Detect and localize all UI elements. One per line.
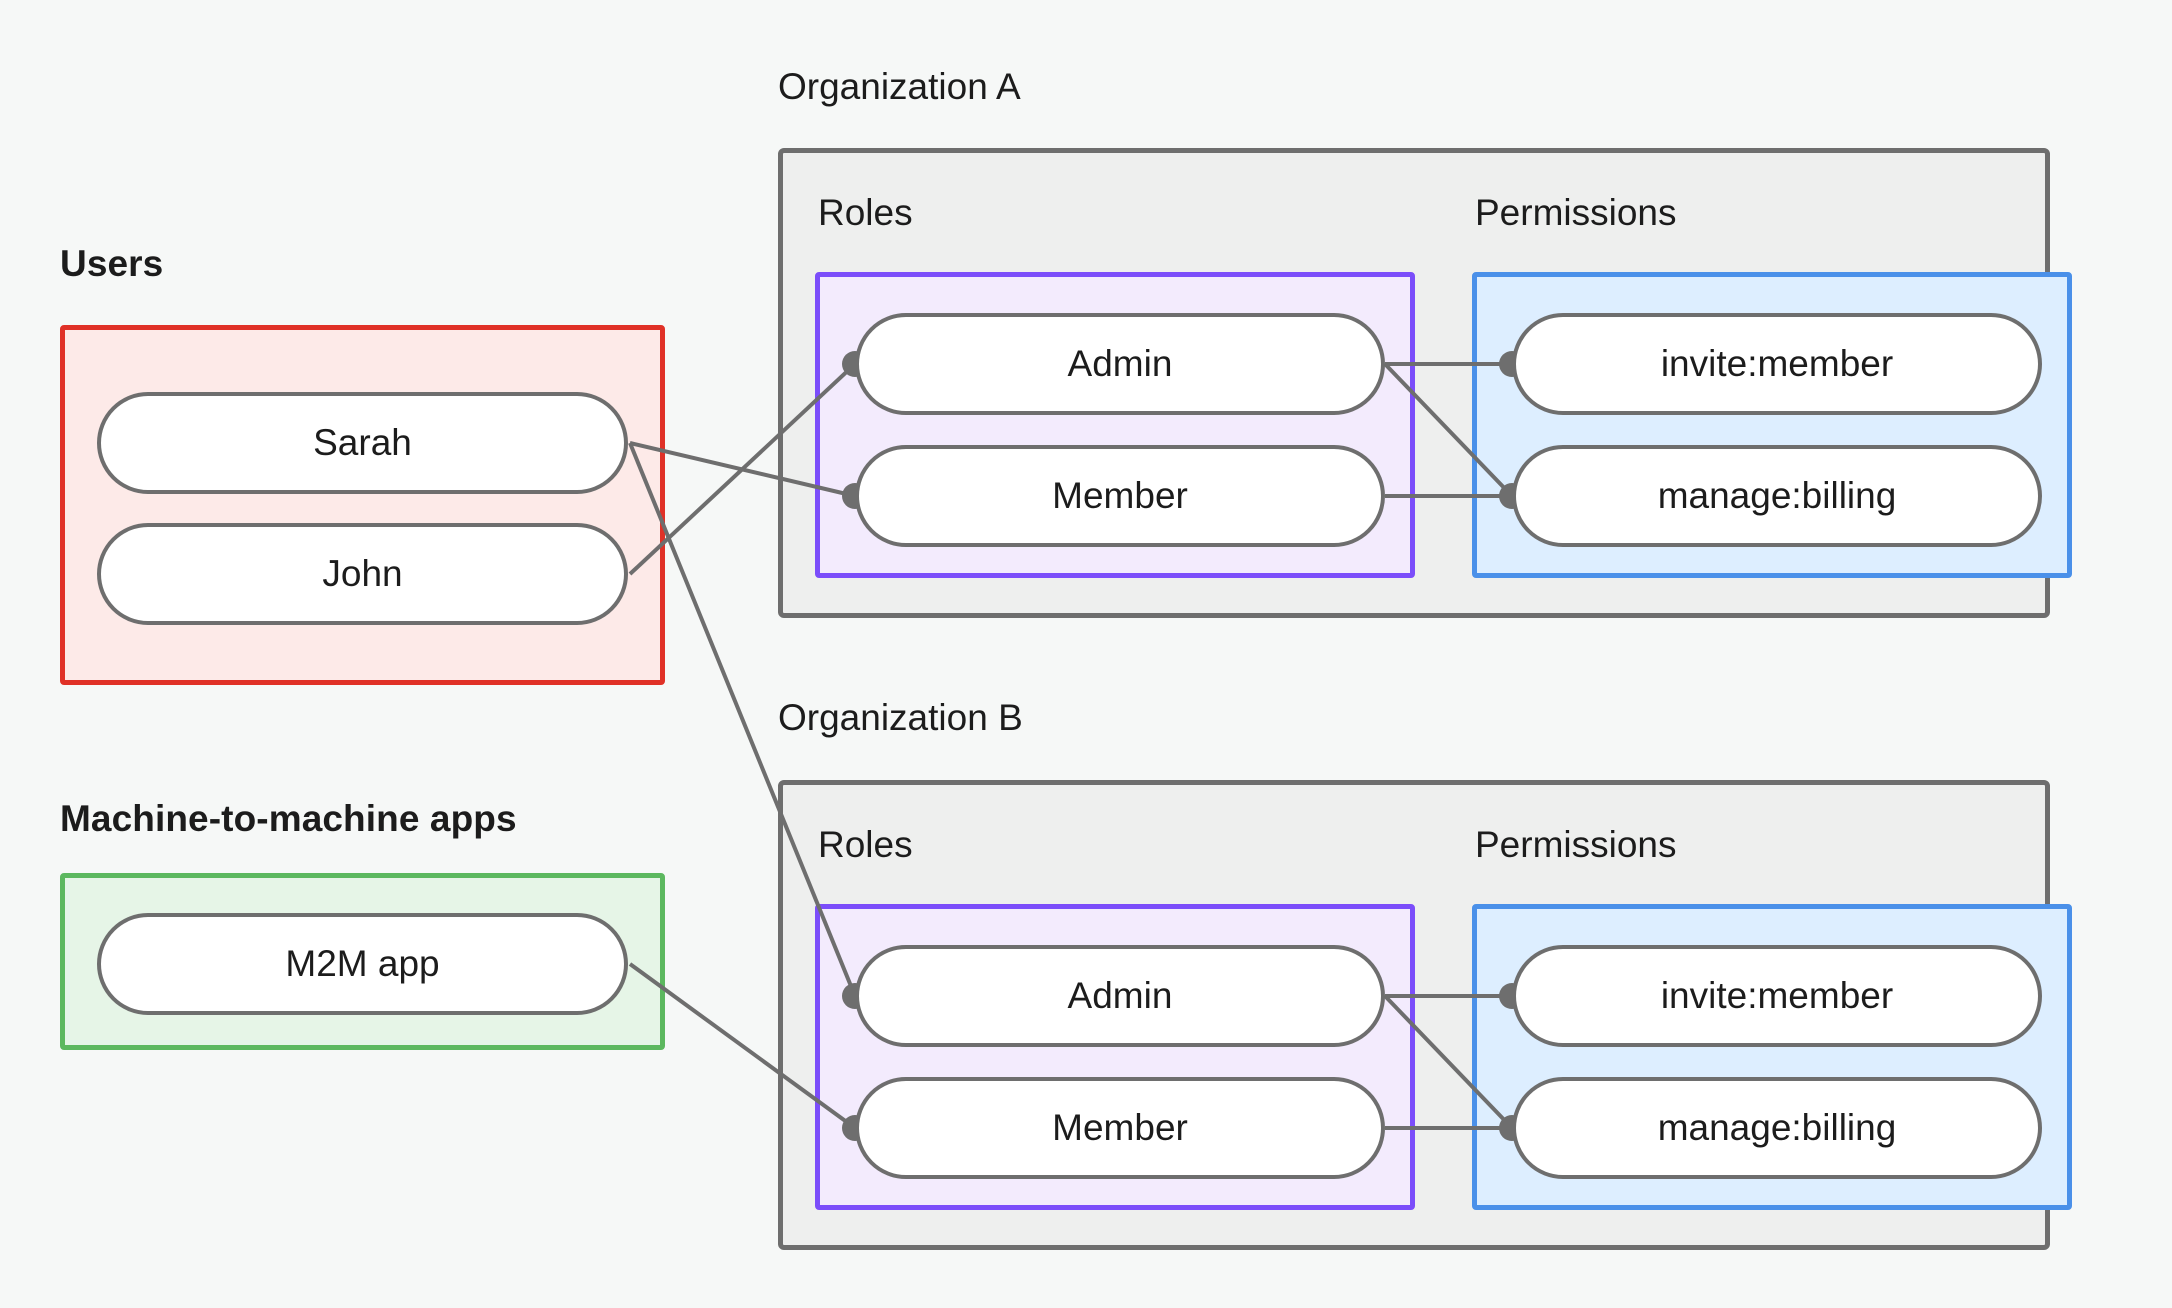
org-a-permission-pill-manage-billing[interactable]: manage:billing — [1512, 445, 2042, 547]
users-group-label: Users — [60, 243, 164, 284]
org-b-permission-pill-invite-member[interactable]: invite:member — [1512, 945, 2042, 1047]
org-b-role-pill-admin[interactable]: Admin — [855, 945, 1385, 1047]
org-b-label: Organization B — [778, 697, 1023, 738]
org-a-role-pill-member[interactable]: Member — [855, 445, 1385, 547]
users-container — [60, 325, 665, 685]
org-a-roles-label: Roles — [818, 192, 913, 233]
machines-group-label: Machine-to-machine apps — [60, 798, 517, 839]
user-pill-john[interactable]: John — [97, 523, 628, 625]
org-a-label: Organization A — [778, 66, 1021, 107]
m2m-pill-app[interactable]: M2M app — [97, 913, 628, 1015]
org-a-role-pill-admin[interactable]: Admin — [855, 313, 1385, 415]
org-a-permissions-label: Permissions — [1475, 192, 1677, 233]
org-a-permission-pill-invite-member[interactable]: invite:member — [1512, 313, 2042, 415]
org-b-role-pill-member[interactable]: Member — [855, 1077, 1385, 1179]
org-b-permission-pill-manage-billing[interactable]: manage:billing — [1512, 1077, 2042, 1179]
org-b-roles-label: Roles — [818, 824, 913, 865]
org-b-permissions-label: Permissions — [1475, 824, 1677, 865]
user-pill-sarah[interactable]: Sarah — [97, 392, 628, 494]
